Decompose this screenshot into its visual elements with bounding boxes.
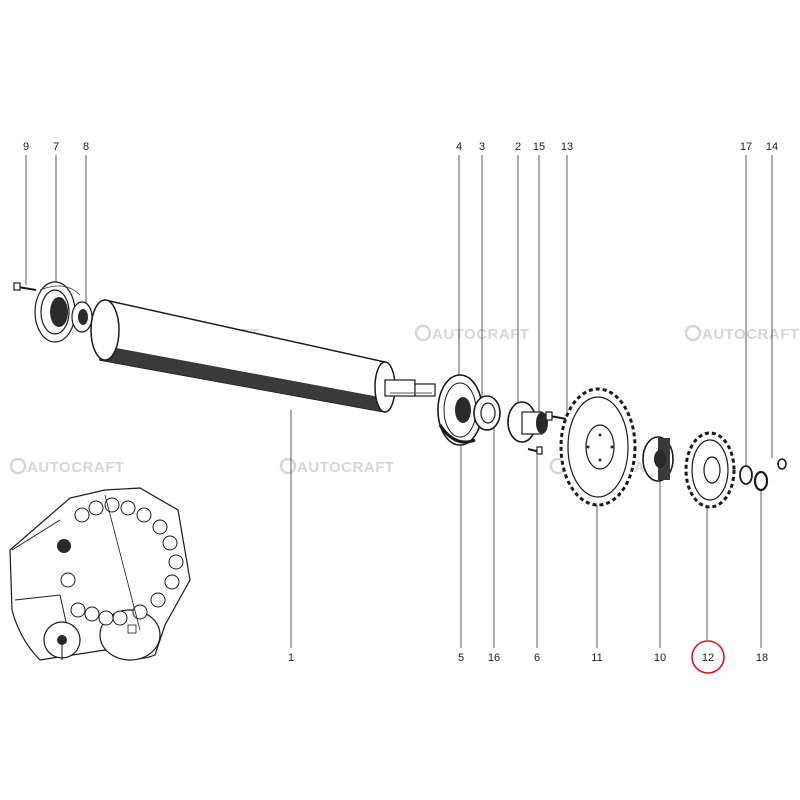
watermark: AUTOCRAFT bbox=[684, 324, 800, 343]
callout-9: 9 bbox=[23, 141, 29, 153]
inset-machine-overview bbox=[9, 487, 191, 661]
small-sprocket-part-12 bbox=[684, 431, 736, 509]
callout-17: 17 bbox=[740, 141, 752, 153]
callout-1: 1 bbox=[288, 652, 294, 664]
nut-part-14 bbox=[777, 458, 787, 470]
washer-part-18 bbox=[753, 470, 769, 492]
callout-4: 4 bbox=[456, 141, 462, 153]
callouts-top: 9 7 8 4 3 2 15 13 17 14 bbox=[23, 141, 778, 153]
callout-12[interactable]: 12 bbox=[702, 652, 714, 664]
watermark-text: AUTOCRAFT bbox=[702, 326, 800, 343]
watermark-text: AUTOCRAFT bbox=[297, 459, 395, 476]
large-sprocket-part-11 bbox=[559, 387, 637, 507]
collar-part-10 bbox=[642, 436, 674, 482]
hub-part-2 bbox=[507, 401, 548, 443]
callout-15: 15 bbox=[533, 141, 545, 153]
flange-part-7 bbox=[34, 281, 81, 343]
watermark-text: AUTOCRAFT bbox=[27, 459, 125, 476]
callout-3: 3 bbox=[479, 141, 485, 153]
callout-10: 10 bbox=[654, 652, 666, 664]
callout-2: 2 bbox=[515, 141, 521, 153]
highlight-circle bbox=[691, 640, 725, 674]
callout-14: 14 bbox=[766, 141, 778, 153]
bearing-ring-part-3 bbox=[473, 395, 501, 431]
watermark: AUTOCRAFT bbox=[9, 457, 125, 476]
watermark: AUTOCRAFT bbox=[279, 457, 395, 476]
washer-part-17 bbox=[739, 465, 753, 485]
callout-8: 8 bbox=[83, 141, 89, 153]
callout-6: 6 bbox=[534, 652, 540, 664]
bolt-part-9 bbox=[13, 282, 37, 291]
callout-5: 5 bbox=[458, 652, 464, 664]
callout-16: 16 bbox=[488, 652, 500, 664]
callouts-bottom: 1 5 16 6 11 10 12 18 bbox=[288, 652, 768, 664]
watermark: AUTOCRAFT bbox=[414, 324, 530, 343]
callout-18: 18 bbox=[756, 652, 768, 664]
callout-7: 7 bbox=[53, 141, 59, 153]
flange-disc-part-4 bbox=[437, 374, 483, 446]
callout-11: 11 bbox=[591, 652, 602, 664]
watermark-text: AUTOCRAFT bbox=[432, 326, 530, 343]
roller-drum-part-1 bbox=[90, 299, 436, 413]
bearing-part-8 bbox=[71, 301, 93, 333]
callout-13: 13 bbox=[561, 141, 573, 153]
leader-lines bbox=[25, 155, 773, 648]
